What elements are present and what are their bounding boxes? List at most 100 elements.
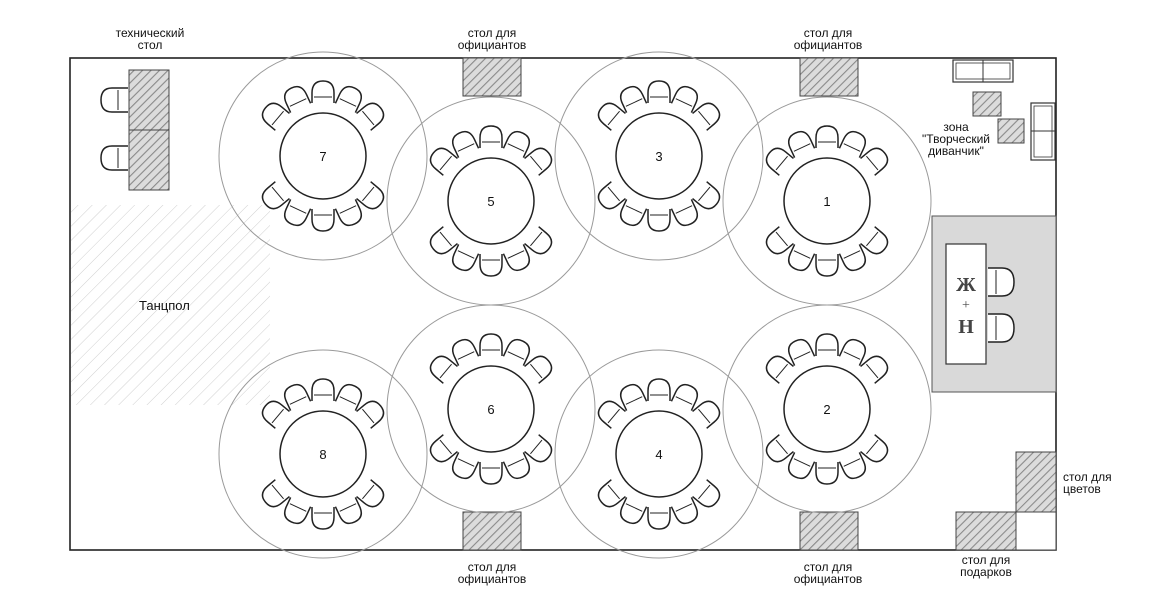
chair [860, 434, 889, 463]
guest-table-5: 5 [429, 125, 553, 277]
chair [597, 181, 626, 210]
guest-table-6: 6 [429, 333, 553, 485]
chair [429, 434, 458, 463]
chair [787, 244, 816, 272]
table-number: 3 [655, 149, 662, 164]
waiter-table-label-bottom-right: стол для официантов [793, 560, 863, 586]
guest-table-7: 7 [261, 80, 385, 232]
chair [838, 130, 867, 158]
guest-table-4: 4 [597, 378, 721, 530]
chair [860, 355, 889, 384]
chair [647, 209, 671, 232]
chair [860, 147, 889, 176]
round-table-top [447, 365, 535, 453]
round-table-top [783, 157, 871, 245]
head-table-plus: + [962, 298, 970, 313]
chair [619, 497, 648, 525]
table-number: 6 [487, 402, 494, 417]
chair [765, 147, 794, 176]
chair [502, 338, 531, 366]
dance-floor [71, 205, 270, 405]
chair [479, 462, 503, 485]
chair [311, 378, 335, 401]
table-zone-circle [386, 304, 596, 514]
head-chair-top [988, 267, 1015, 297]
chair [356, 102, 385, 131]
waiter-table-bottom-right [799, 511, 859, 551]
guest-table-3: 3 [597, 80, 721, 232]
chair [619, 383, 648, 411]
chair [429, 226, 458, 255]
chair [283, 199, 312, 227]
chair [283, 497, 312, 525]
chair [311, 209, 335, 232]
chair [283, 85, 312, 113]
chair [597, 479, 626, 508]
chair [429, 355, 458, 384]
gifts-table-label: стол для подарков [960, 553, 1012, 579]
chair [356, 181, 385, 210]
chair [261, 181, 290, 210]
chair [692, 479, 721, 508]
table-zone-circle [218, 349, 428, 559]
chair [787, 130, 816, 158]
table-zone-circle [554, 51, 764, 261]
waiter-table-bottom-left [462, 511, 522, 551]
guest-table-8: 8 [261, 378, 385, 530]
chair [670, 85, 699, 113]
chair [479, 125, 503, 148]
chair [670, 383, 699, 411]
chair [524, 147, 553, 176]
round-table-top [279, 410, 367, 498]
guest-tables: 7 5 3 1 8 6 4 2 [218, 51, 932, 559]
technical-table-label: технический стол [115, 26, 185, 52]
chair [334, 383, 363, 411]
chair [815, 125, 839, 148]
chair [838, 244, 867, 272]
chair [619, 199, 648, 227]
chair [597, 102, 626, 131]
table-number: 8 [319, 447, 326, 462]
dance-floor-label: Танцпол [139, 298, 190, 313]
chair [692, 102, 721, 131]
chair [451, 452, 480, 480]
table-number: 4 [655, 447, 662, 462]
chair [670, 497, 699, 525]
waiter-table-label-bottom-left: стол для официантов [457, 560, 527, 586]
chair [647, 378, 671, 401]
chair [261, 479, 290, 508]
guest-table-1: 1 [765, 125, 889, 277]
head-table-letter-top: Ж [956, 274, 976, 296]
head-table [945, 243, 987, 365]
table-zone-circle [554, 349, 764, 559]
chair [261, 400, 290, 429]
chair [311, 80, 335, 103]
round-table-top [783, 365, 871, 453]
round-table-top [279, 112, 367, 200]
chair [334, 497, 363, 525]
tech-chair-1 [100, 87, 128, 113]
chair [502, 130, 531, 158]
chair [524, 434, 553, 463]
chair [787, 338, 816, 366]
chair [692, 400, 721, 429]
table-number: 2 [823, 402, 830, 417]
chair [815, 254, 839, 277]
chair [334, 85, 363, 113]
head-table-letter-bottom: Н [958, 316, 974, 338]
chair [311, 507, 335, 530]
chair [597, 400, 626, 429]
technical-table [100, 69, 170, 191]
chair [765, 355, 794, 384]
table-number: 5 [487, 194, 494, 209]
table-zone-circle [218, 51, 428, 261]
round-table-top [615, 410, 703, 498]
chair [356, 479, 385, 508]
head-chair-bottom [988, 313, 1015, 343]
table-number: 7 [319, 149, 326, 164]
chair [502, 244, 531, 272]
chair [860, 226, 889, 255]
gifts-table-left [955, 511, 1017, 551]
chair [429, 147, 458, 176]
